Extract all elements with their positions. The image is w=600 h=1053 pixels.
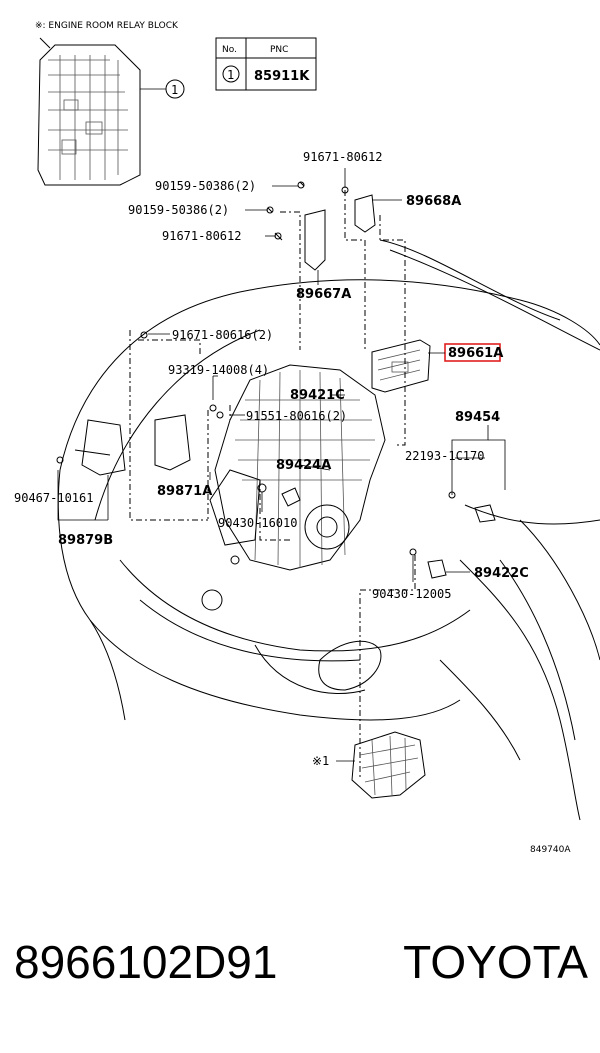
table-row-circle [222,65,240,83]
label-91671-80612-top: 91671-80612 [303,150,382,164]
label-90430-16010: 90430-16010 [218,516,297,530]
label-22193-1c170: 22193-1C170 [405,449,484,463]
label-89422c: 89422C [474,566,529,581]
label-89424a: 89424A [276,458,331,473]
diagram-code: 849740A [530,845,571,855]
pnc-table [215,37,317,91]
label-89879b: 89879B [58,533,113,548]
callout-1-circle [165,79,185,99]
label-89454: 89454 [455,410,500,425]
ecu-drawing [371,339,431,393]
label-89871a: 89871A [157,484,212,499]
label-90159-50386-b: 90159-50386(2) [128,203,229,217]
vehicle-body-outline [57,239,600,821]
leader-lines [57,168,506,582]
manufacturer-name: TOYOTA [403,936,588,988]
dashed-assembly-lines [129,190,416,780]
label-89661a: 89661A [448,346,503,361]
relay-block-title: ※: ENGINE ROOM RELAY BLOCK [35,21,179,31]
parts-diagram: ※: ENGINE ROOM RELAY BLOCK 1 No. PNC 1 8… [14,21,600,855]
callout-1-label: 1 [171,83,178,97]
label-89421c: 89421C [290,388,345,403]
label-91671-80616: 91671-80616(2) [172,328,273,342]
label-89667a: 89667A [296,287,351,302]
label-90467-10161: 90467-10161 [14,491,93,505]
table-row-no: 1 [227,68,234,82]
label-91551-80616: 91551-80616(2) [246,409,347,423]
engine-room-relay-block-drawing [37,37,166,186]
table-row-pnc: 85911K [254,69,310,84]
part-number: 8966102D91 [14,936,278,988]
engine-drawing [209,364,386,571]
label-93319-14008: 93319-14008(4) [168,363,269,377]
bracket-drawings [266,181,376,271]
table-col-pnc: PNC [270,45,288,55]
label-91671-80612-mid: 91671-80612 [162,229,241,243]
relay-block-small-drawing [336,731,426,799]
table-col-no: No. [222,45,237,55]
label-89668a: 89668A [406,194,461,209]
footer-bar: 8966102D91 TOYOTA [0,935,600,1015]
highlight-box-89661a [444,343,501,362]
label-90430-12005: 90430-12005 [372,587,451,601]
component-drawings [56,331,496,579]
label-relay-marker: ※1 [312,754,329,768]
label-90159-50386-a: 90159-50386(2) [155,179,256,193]
